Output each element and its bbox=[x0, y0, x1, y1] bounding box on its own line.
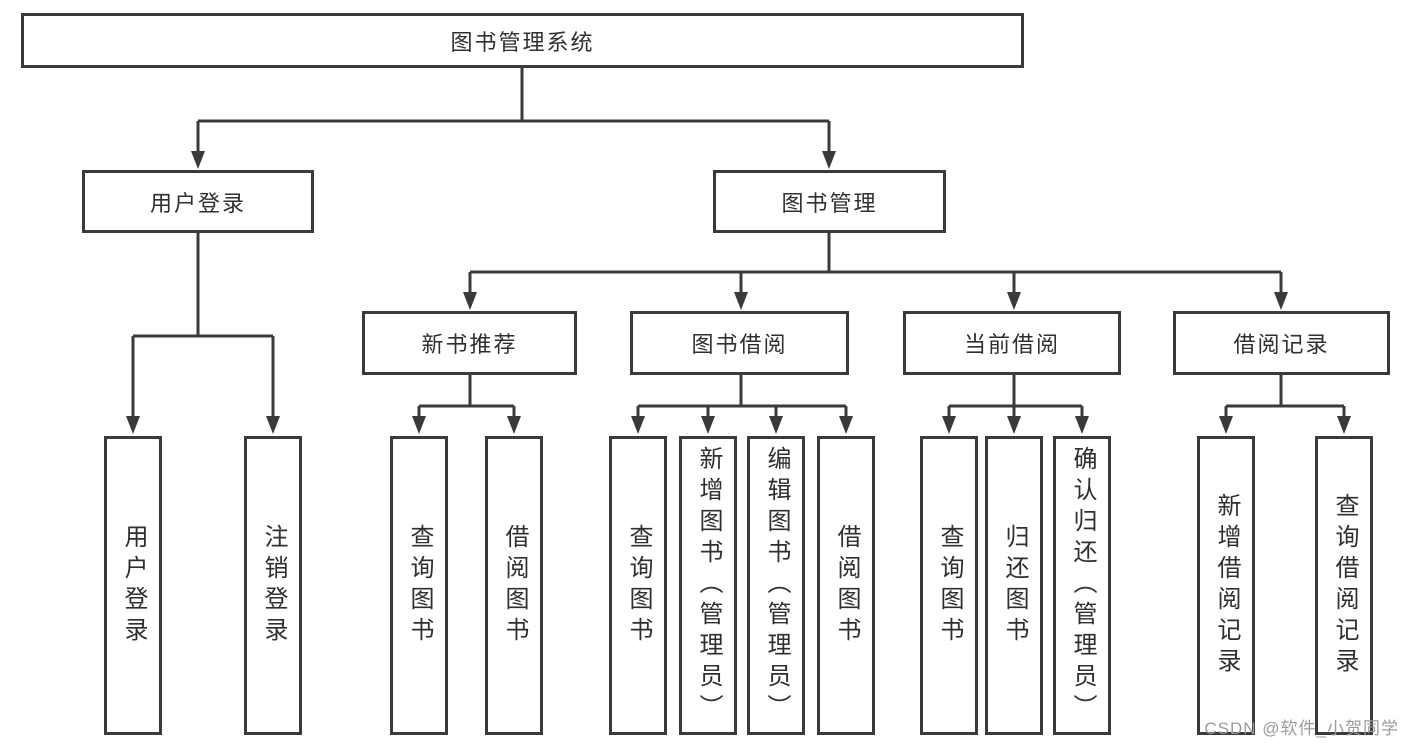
leaf-query-books-current: 查询图书 bbox=[920, 436, 978, 735]
node-new-book-recommend: 新书推荐 bbox=[362, 311, 577, 375]
csdn-watermark: CSDN @软件_小贺同学 bbox=[1204, 719, 1399, 738]
leaf-label: 借阅图书 bbox=[501, 523, 528, 648]
leaf-label: 查询借阅记录 bbox=[1331, 492, 1358, 679]
leaf-add-borrow-record: 新增借阅记录 bbox=[1197, 436, 1255, 735]
node-library-management-system: 图书管理系统 bbox=[21, 13, 1024, 68]
leaf-label: 用户登录 bbox=[120, 523, 147, 648]
leaf-label: 归还图书 bbox=[1001, 523, 1028, 648]
node-book-borrowing: 图书借阅 bbox=[630, 311, 849, 375]
arrowheads bbox=[126, 151, 1351, 434]
leaf-logout: 注销登录 bbox=[244, 436, 302, 735]
leaf-label: 注销登录 bbox=[260, 523, 287, 648]
leaf-label: 查询图书 bbox=[936, 523, 963, 648]
leaf-label: 查询图书 bbox=[406, 523, 433, 648]
leaf-label: 借阅图书 bbox=[833, 523, 860, 648]
leaf-label: 编辑图书（管理员） bbox=[763, 446, 790, 725]
node-borrowing-records: 借阅记录 bbox=[1173, 311, 1390, 375]
leaf-borrow-books-recommend: 借阅图书 bbox=[485, 436, 543, 735]
leaf-add-book-admin: 新增图书（管理员） bbox=[679, 436, 737, 735]
leaf-edit-book-admin: 编辑图书（管理员） bbox=[747, 436, 805, 735]
leaf-label: 查询图书 bbox=[625, 523, 652, 648]
leaf-label: 新增借阅记录 bbox=[1213, 492, 1240, 679]
leaf-query-books-recommend: 查询图书 bbox=[390, 436, 448, 735]
node-user-login: 用户登录 bbox=[82, 170, 314, 233]
leaf-borrow-books-borrowing: 借阅图书 bbox=[817, 436, 875, 735]
node-book-management: 图书管理 bbox=[713, 170, 946, 233]
leaf-label: 新增图书（管理员） bbox=[695, 446, 722, 725]
leaf-query-books-borrowing: 查询图书 bbox=[609, 436, 667, 735]
leaf-confirm-return-admin: 确认归还（管理员） bbox=[1053, 436, 1111, 735]
leaf-query-borrow-record: 查询借阅记录 bbox=[1315, 436, 1373, 735]
leaf-return-books: 归还图书 bbox=[985, 436, 1043, 735]
leaf-user-login: 用户登录 bbox=[104, 436, 162, 735]
leaf-label: 确认归还（管理员） bbox=[1069, 446, 1096, 725]
node-current-borrowing: 当前借阅 bbox=[903, 311, 1121, 375]
